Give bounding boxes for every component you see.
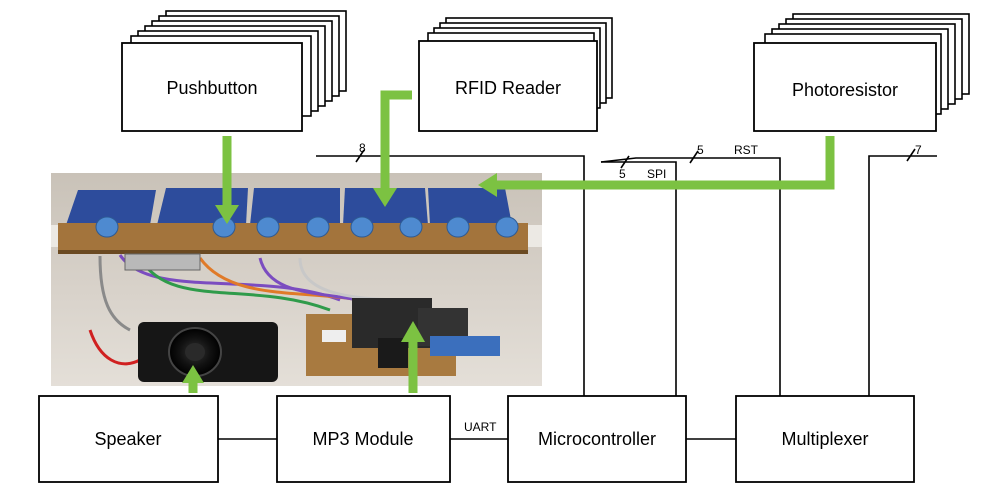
microcontroller-label: Microcontroller: [538, 429, 656, 449]
multiplexer-block: Multiplexer: [735, 395, 915, 483]
pushbutton-bus-wire: [316, 155, 585, 397]
green-arrows: [182, 90, 835, 393]
signal-wires: [218, 148, 937, 440]
spi-label: SPI: [647, 167, 666, 181]
speaker-block: Speaker: [38, 395, 219, 483]
mp3-arrowhead: [401, 321, 425, 342]
speaker-unit: [138, 322, 278, 382]
uart-label: UART: [464, 420, 497, 434]
rst-bus-slash: [689, 150, 699, 164]
pushbutton-bus-count: 8: [359, 141, 366, 155]
rfid-arrow: [380, 90, 412, 190]
mp3-module-label: MP3 Module: [312, 429, 413, 449]
pushbutton-arrowhead: [215, 205, 239, 224]
speaker-label: Speaker: [94, 429, 161, 449]
rfid-arrowhead: [373, 188, 397, 207]
photoresistor-bus-count: 7: [915, 143, 922, 157]
mp3-module-block: MP3 Module: [276, 395, 451, 483]
photoresistor-bus-wire: [868, 155, 937, 397]
spi-bus-slash: [620, 155, 630, 169]
photoresistor-arrow: [495, 136, 835, 190]
photoresistor-bus-slash: [906, 148, 916, 162]
photoresistor-label: Photoresistor: [792, 80, 898, 100]
photoresistor-box: [753, 42, 937, 132]
speaker-arrowhead: [182, 365, 204, 383]
photoresistor-arrowhead: [478, 173, 497, 197]
rfid-reader-label: RFID Reader: [455, 78, 561, 98]
photoresistor-stack: Photoresistor: [753, 13, 970, 132]
pushbutton-caps: [95, 216, 519, 238]
pushbutton-box: [121, 42, 303, 132]
rfid-reader-box: [418, 40, 598, 132]
pushbutton-label: Pushbutton: [166, 78, 257, 98]
hardware-photo: [51, 173, 542, 386]
rfid-boards: [66, 188, 512, 225]
multiplexer-label: Multiplexer: [781, 429, 868, 449]
pushbutton-stack: Pushbutton: [121, 10, 347, 132]
rfid-reader-stack: RFID Reader: [418, 17, 613, 132]
rfid-rst-count: 5: [697, 143, 704, 157]
rst-bus-wire: [600, 157, 781, 397]
microcontroller-block: Microcontroller: [507, 395, 687, 483]
rfid-spi-count: 5: [619, 167, 626, 181]
spi-bus-wire: [601, 161, 677, 397]
pushbutton-bus-slash: [355, 149, 365, 163]
rst-label: RST: [734, 143, 759, 157]
